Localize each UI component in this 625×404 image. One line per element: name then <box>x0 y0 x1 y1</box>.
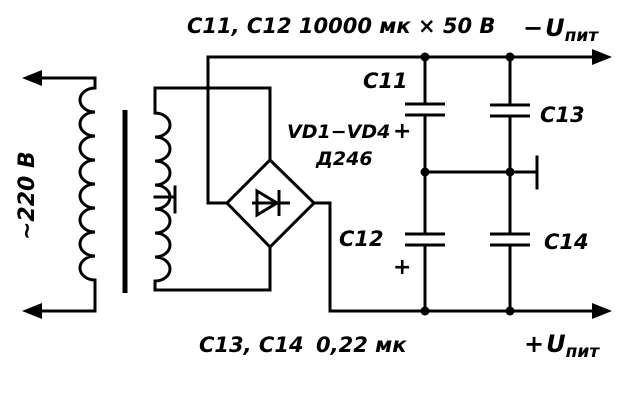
positive-output-wire <box>312 201 602 313</box>
c12-label: С12 <box>339 227 384 251</box>
transformer-secondary-winding <box>153 86 272 292</box>
negative-output-wire <box>206 55 602 205</box>
c14-label: С14 <box>544 230 589 254</box>
c13-label: С13 <box>540 103 585 127</box>
midpoint-ground <box>423 155 539 190</box>
diode-type-label: Д246 <box>315 148 373 170</box>
diode-bridge <box>224 157 317 250</box>
c13-c14-label: С13, С14 <box>199 333 304 357</box>
negative-terminal-arrow-icon <box>592 49 612 65</box>
transformer-primary-winding <box>38 76 97 313</box>
capacitor-rating-note: С11, С12 10000 мк × 50 В <box>187 14 495 38</box>
junction-dots <box>420 52 515 316</box>
c11-plus-sign: + <box>393 119 411 144</box>
mains-voltage-label: ~220 В <box>15 151 40 240</box>
center-tap-ground <box>153 185 177 214</box>
capacitor-c13 <box>490 55 530 174</box>
mains-top-arrow-icon <box>22 70 42 86</box>
positive-terminal-arrow-icon <box>592 303 612 319</box>
c11-label: С11 <box>363 69 408 93</box>
mains-bottom-arrow-icon <box>22 303 42 319</box>
capacitor-c14 <box>490 170 530 313</box>
diodes-label: VD1−VD4 <box>287 121 390 143</box>
positive-supply-label: +Uпит <box>524 330 600 362</box>
c13-c14-value-label: 0,22 мк <box>316 333 407 357</box>
capacitor-c11 <box>405 55 445 174</box>
negative-supply-label: −Uпит <box>523 14 599 46</box>
c12-plus-sign: + <box>393 255 411 280</box>
capacitor-c12 <box>405 170 445 313</box>
